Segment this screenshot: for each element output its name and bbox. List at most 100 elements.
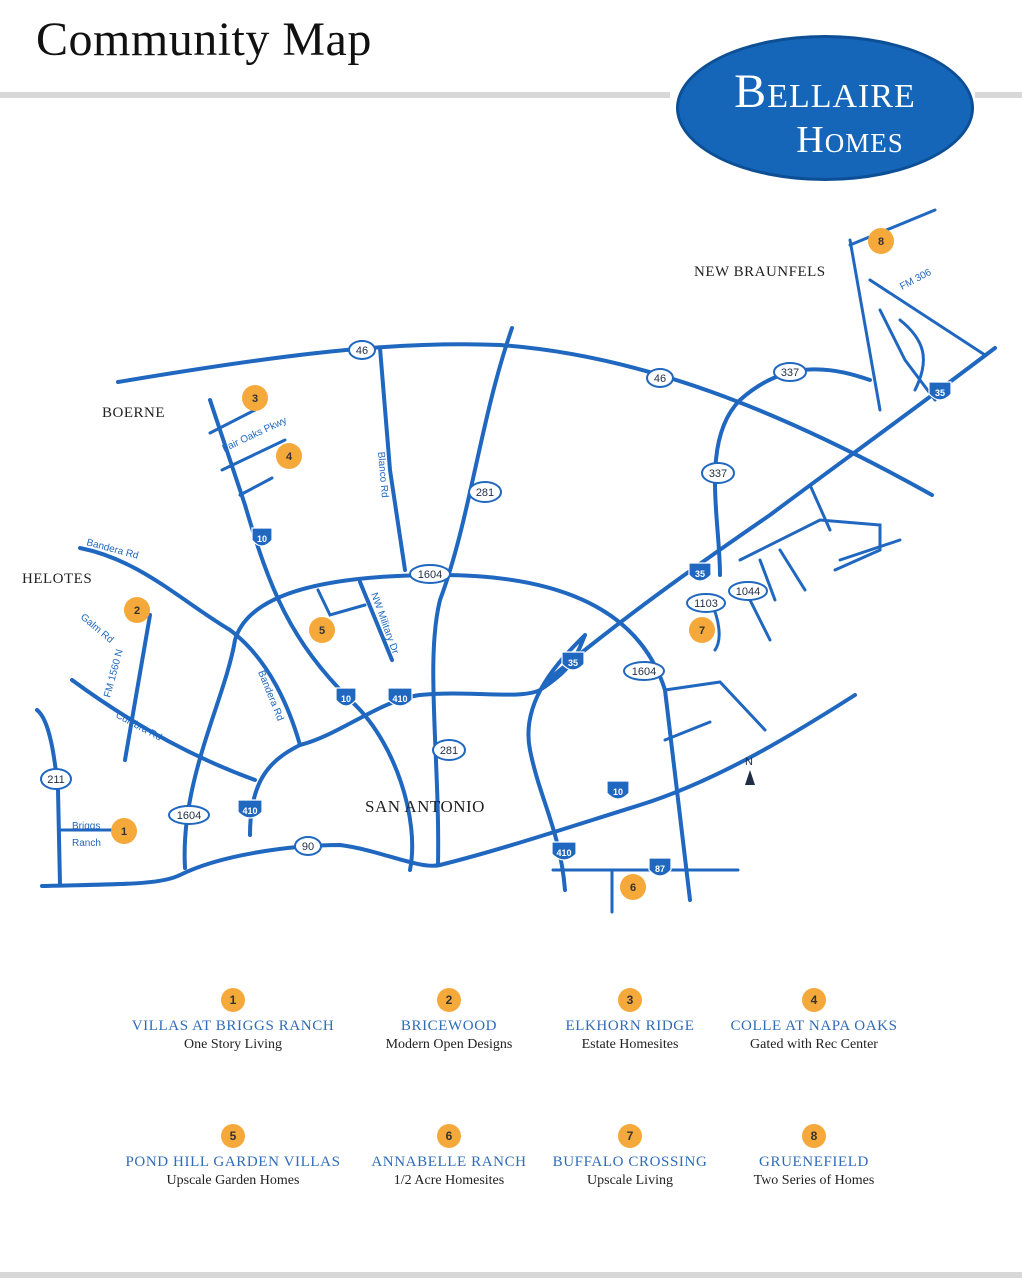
street-label-fm306: FM 306: [898, 267, 933, 293]
i35-road: [546, 346, 997, 682]
svg-text:10: 10: [257, 534, 267, 544]
svg-text:1: 1: [121, 826, 127, 838]
spur-road-2: [663, 720, 712, 742]
legend-item-2[interactable]: 2 BRICEWOOD Modern Open Designs: [334, 988, 564, 1053]
loop-1604-road: [182, 573, 692, 902]
north-arrow-icon: N: [745, 756, 755, 785]
legend-community-desc: Two Series of Homes: [753, 1173, 875, 1188]
legend-community-name: BRICEWOOD: [400, 1018, 498, 1034]
community-marker-8[interactable]: 8: [868, 228, 894, 254]
community-marker-5[interactable]: 5: [309, 617, 335, 643]
legend-community-name: POND HILL GARDEN VILLAS: [125, 1154, 341, 1170]
bellaire-homes-logo: Bellaire Homes: [676, 35, 974, 181]
route-marker-281a: 281: [468, 481, 502, 503]
community-marker-3[interactable]: 3: [242, 385, 268, 411]
legend-community-name: VILLAS AT BRIGGS RANCH: [131, 1018, 335, 1034]
street-label-ranch: Ranch: [72, 838, 101, 849]
legend-marker: 7: [618, 1124, 642, 1148]
schertz-road-6: [838, 538, 902, 562]
svg-text:281: 281: [476, 487, 494, 499]
schertz-road-3: [758, 558, 777, 602]
svg-text:410: 410: [242, 806, 257, 816]
legend-community-name: BUFFALO CROSSING: [552, 1154, 708, 1170]
svg-text:3: 3: [252, 393, 258, 405]
schertz-road-4: [778, 548, 807, 592]
route-marker-1044: 1044: [728, 581, 768, 601]
svg-text:1044: 1044: [736, 586, 760, 598]
route-marker-90: 90: [294, 836, 322, 856]
nw-military-road: [358, 580, 394, 662]
interstate-shield-10b: 10: [335, 687, 357, 707]
community-marker-2[interactable]: 2: [124, 597, 150, 623]
community-marker-4[interactable]: 4: [276, 443, 302, 469]
svg-text:8: 8: [878, 236, 884, 248]
legend-item-8[interactable]: 8 GRUENEFIELD Two Series of Homes: [699, 1124, 929, 1189]
spur-road-1: [663, 680, 767, 732]
route-marker-337b: 337: [701, 462, 735, 484]
footer-divider: [0, 1272, 1022, 1278]
legend-community-name: COLLE AT NAPA OAKS: [730, 1018, 898, 1034]
svg-text:46: 46: [654, 373, 666, 385]
svg-text:46: 46: [356, 345, 368, 357]
legend-community-desc: 1/2 Acre Homesites: [393, 1173, 505, 1188]
bandera-road: [78, 546, 302, 747]
community-marker-7[interactable]: 7: [689, 617, 715, 643]
hwy-211-road: [35, 708, 62, 887]
hwy-46-road: [116, 342, 934, 497]
legend-marker: 4: [802, 988, 826, 1012]
header-divider-right: [975, 92, 1022, 98]
community-marker-1[interactable]: 1: [111, 818, 137, 844]
svg-text:1604: 1604: [632, 666, 656, 678]
svg-text:2: 2: [134, 605, 140, 617]
legend-community-desc: One Story Living: [184, 1037, 282, 1052]
svg-text:35: 35: [695, 569, 705, 579]
svg-text:1604: 1604: [418, 569, 442, 581]
svg-text:10: 10: [613, 787, 623, 797]
svg-text:1604: 1604: [177, 810, 201, 822]
svg-text:337: 337: [781, 367, 799, 379]
napa-landing-road: [238, 476, 274, 497]
page-title: Community Map: [36, 13, 372, 66]
legend-item-7[interactable]: 7 BUFFALO CROSSING Upscale Living: [515, 1124, 745, 1189]
header-divider: [0, 92, 670, 98]
loop-410-road: [248, 633, 587, 892]
logo-line-1: Bellaire: [734, 65, 916, 118]
culebra-road: [70, 678, 257, 782]
city-label-new-braunfels: NEW BRAUNFELS: [694, 264, 826, 280]
legend-marker: 8: [802, 1124, 826, 1148]
city-label-helotes: HELOTES: [22, 571, 92, 587]
legend-community-desc: Estate Homesites: [581, 1037, 679, 1052]
legend-marker: 5: [221, 1124, 245, 1148]
street-label-galm-rd: Galm Rd: [78, 612, 115, 646]
legend-item-3[interactable]: 3 ELKHORN RIDGE Estate Homesites: [515, 988, 745, 1053]
elkhorn-road: [208, 408, 257, 435]
nb-road-3: [868, 278, 987, 357]
interstate-shield-10c: 10: [606, 780, 630, 800]
route-marker-1103: 1103: [686, 593, 726, 613]
interstate-shield-35a: 35: [561, 651, 585, 671]
community-marker-6[interactable]: 6: [620, 874, 646, 900]
schertz-road-1: [738, 518, 882, 572]
street-label-fm1560: FM 1560 N: [102, 648, 125, 699]
legend-community-desc: Gated with Rec Center: [750, 1037, 878, 1052]
fm1560-road: [123, 613, 152, 762]
legend-item-5[interactable]: 5 POND HILL GARDEN VILLAS Upscale Garden…: [118, 1124, 348, 1189]
svg-text:4: 4: [286, 451, 293, 463]
legend-community-desc: Upscale Living: [587, 1173, 673, 1188]
street-label-briggs: Briggs: [72, 821, 100, 832]
legend-item-6[interactable]: 6 ANNABELLE RANCH 1/2 Acre Homesites: [334, 1124, 564, 1189]
street-label-blanco-rd: Blanco Rd: [375, 451, 390, 498]
legend-marker: 3: [618, 988, 642, 1012]
route-marker-46b: 46: [646, 368, 674, 388]
svg-text:7: 7: [699, 625, 705, 637]
nb-road-2: [848, 238, 882, 412]
svg-text:35: 35: [568, 658, 578, 668]
us-90-road: [40, 693, 857, 888]
logo-line-2: Homes: [796, 119, 904, 161]
legend-item-4[interactable]: 4 COLLE AT NAPA OAKS Gated with Rec Cent…: [699, 988, 929, 1053]
nb-road-1: [848, 208, 937, 247]
svg-text:35: 35: [935, 388, 945, 398]
route-marker-1604a: 1604: [409, 564, 451, 584]
legend-item-1[interactable]: 1 VILLAS AT BRIGGS RANCH One Story Livin…: [118, 988, 348, 1053]
svg-text:281: 281: [440, 745, 458, 757]
